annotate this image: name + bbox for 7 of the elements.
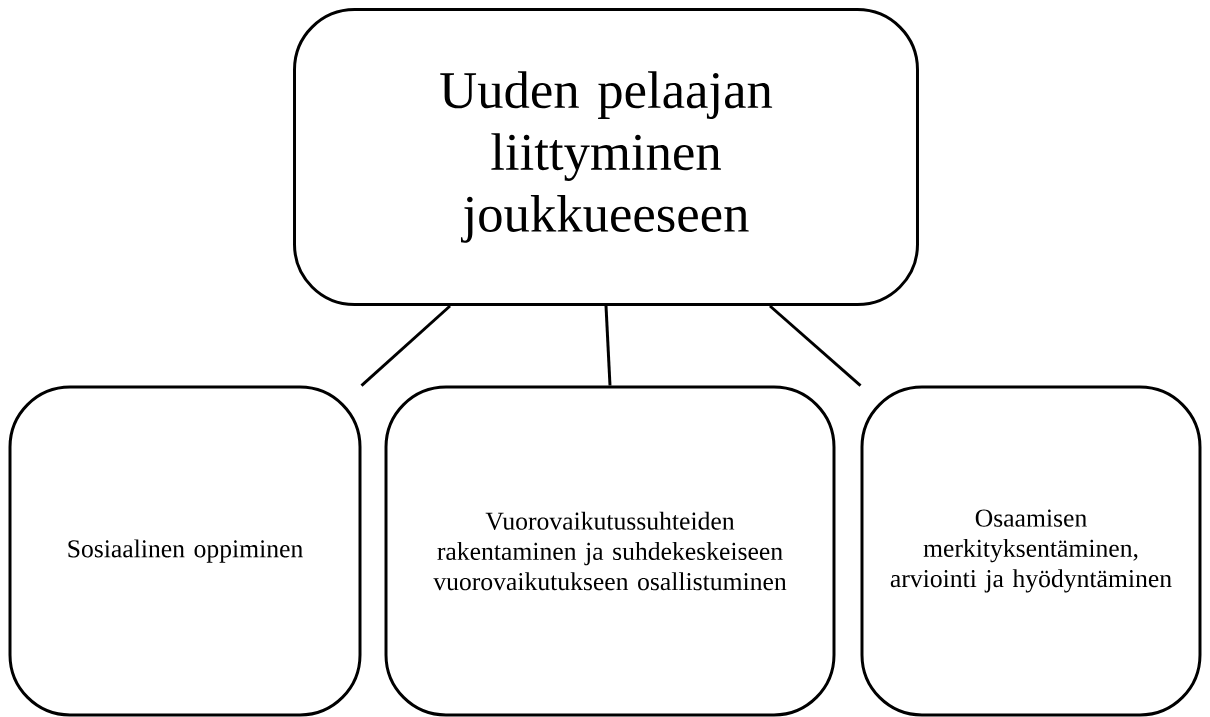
rounded-box: Uuden pelaajan liittyminen joukkueeseen <box>293 8 919 306</box>
connector-line <box>769 304 862 387</box>
rounded-box: Sosiaalinen oppiminen <box>8 385 362 717</box>
rounded-box: Osaamisen merkityksentäminen, arviointi ja hyödyntäminen <box>860 385 1202 717</box>
connector-line <box>604 305 612 386</box>
rounded-box: Vuorovaikutussuhteiden rakentaminen ja suhdekeskeiseen vuorovaikutukseen osallistuminen <box>384 385 836 717</box>
connector-line <box>360 304 451 387</box>
